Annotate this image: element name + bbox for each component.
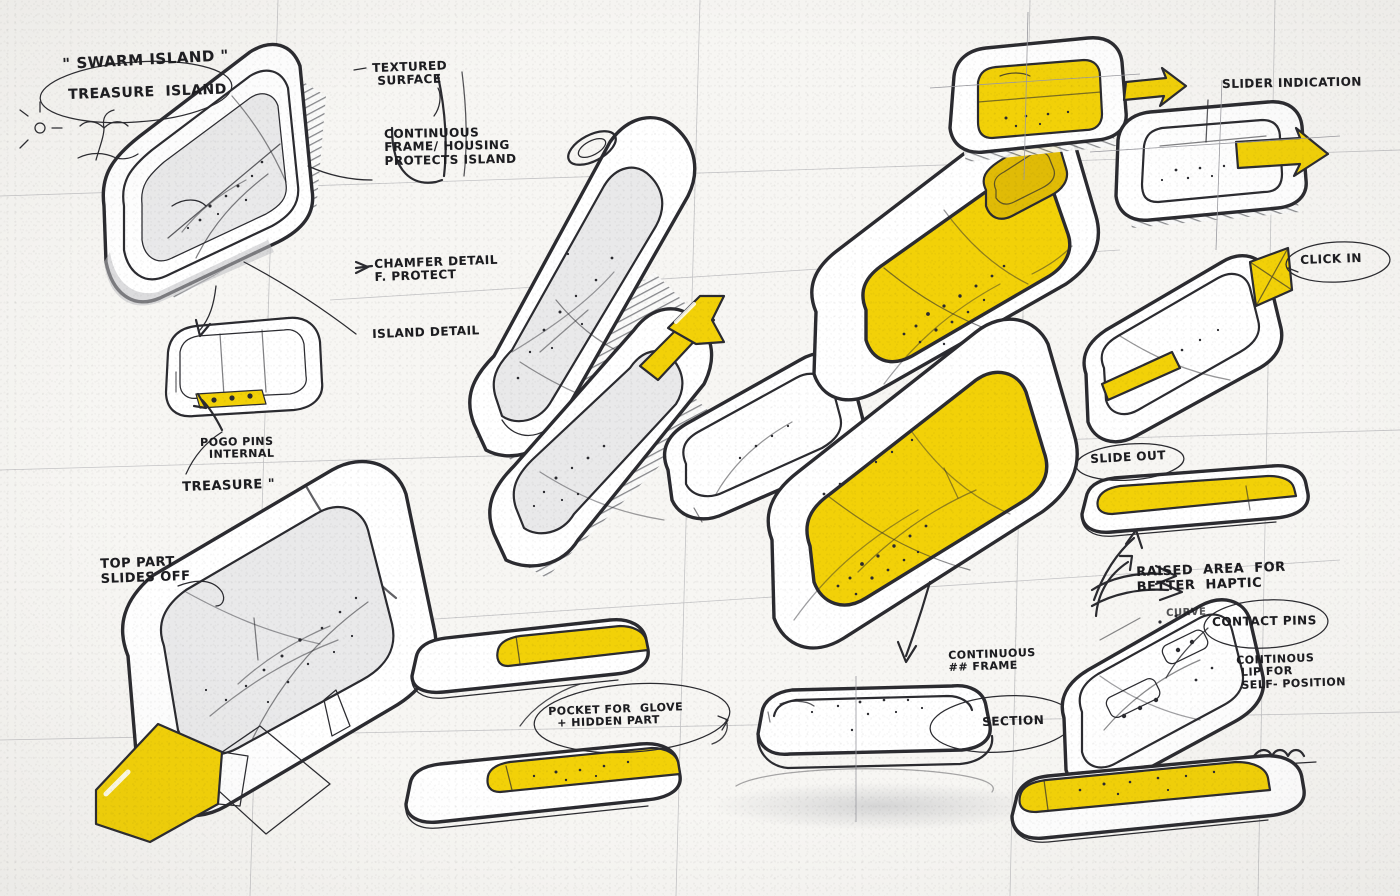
object-hero-bottom-left [94,459,438,844]
object-clickin-unit [1082,246,1294,444]
object-detail-small-unit [164,316,324,418]
yellow-clickin-wedge [1248,246,1294,308]
object-topright-slider [1089,79,1341,251]
palm-tree-doodle [19,101,139,161]
object-bottom-right-yellow [1010,754,1306,843]
object-slideout-unit [1080,464,1310,608]
yellow-arrow-small [1122,66,1188,108]
object-hero-top-left [101,42,326,306]
object-tray-with-yellow [404,618,731,829]
